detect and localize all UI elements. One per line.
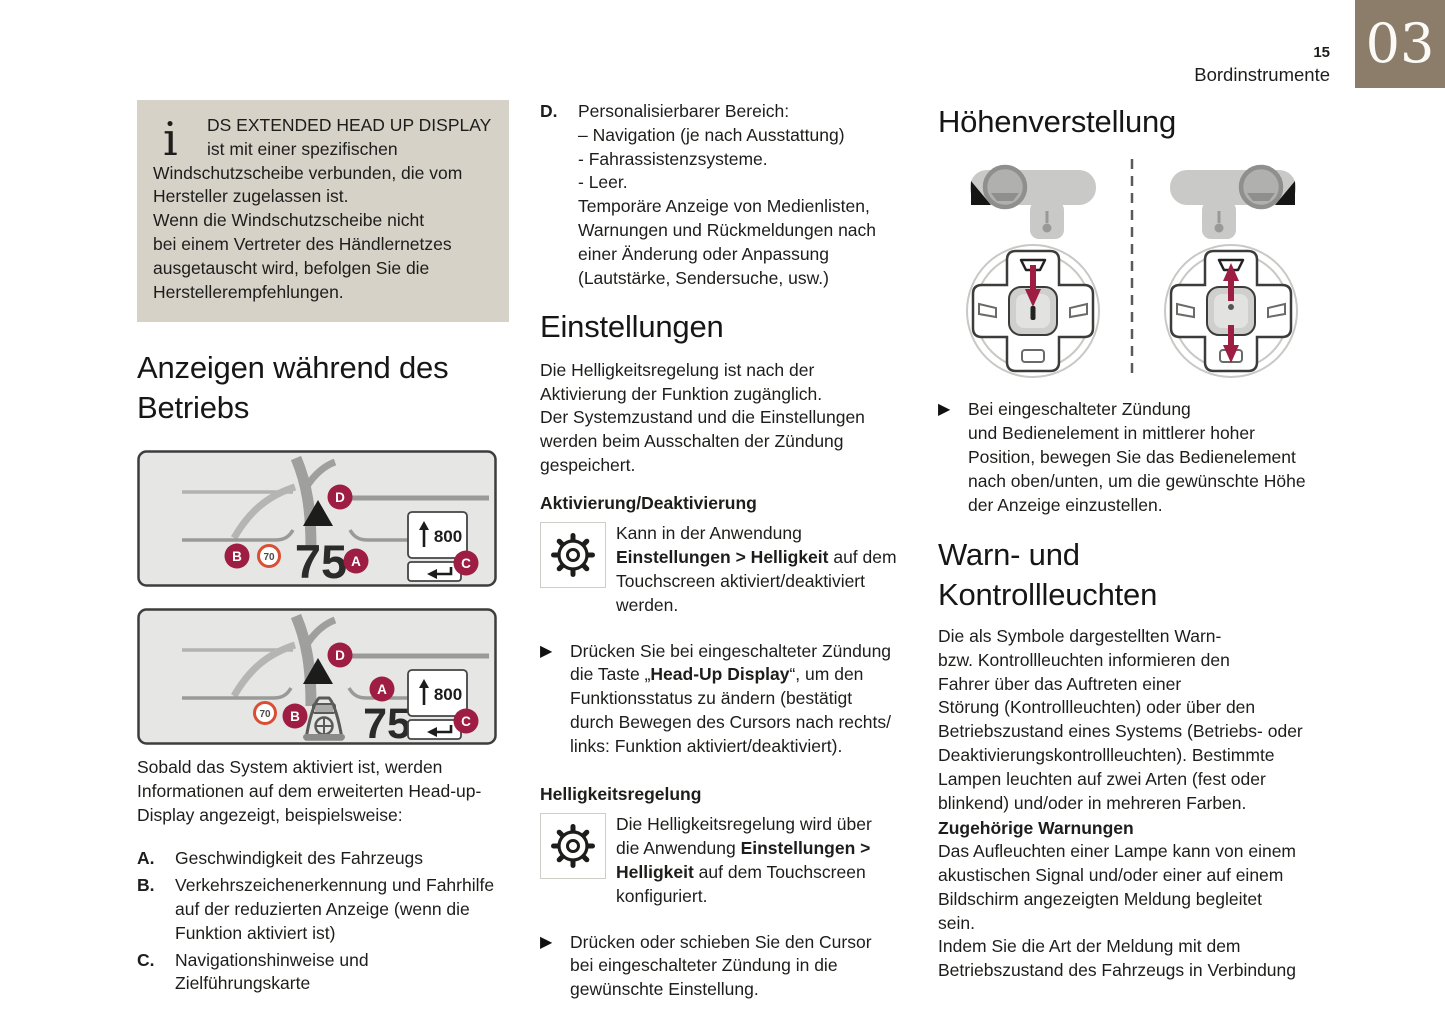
instruction-text: Drücken oder schieben Sie den Cursor bei… [570, 931, 872, 1000]
section-heading-hoehenverstellung: Höhenverstellung [938, 104, 1177, 139]
adjust-down-arrow [1025, 265, 1041, 308]
hud-speed-value: 75 [363, 700, 411, 745]
marker-b-badge: B [282, 703, 308, 729]
svg-text:D: D [335, 648, 345, 663]
list-item-label: D. [540, 101, 558, 121]
svg-text:D: D [335, 490, 345, 505]
svg-text:C: C [461, 714, 471, 729]
hud-display-illustration-1: 75 B 70 A D [137, 450, 497, 587]
list-item: B. Verkehrszeichenerkennung und Fahrhilf… [137, 874, 509, 945]
note-post: auf dem Touchscreen konfiguriert. [616, 861, 866, 906]
marker-a-badge: A [343, 548, 369, 574]
svg-text:C: C [461, 556, 471, 571]
instruction-post: “, um den Funktionsstatus zu ändern (bes… [570, 664, 891, 756]
marker-a-badge: A [369, 676, 395, 702]
settings-intro-text: Die Helligkeitsregelung ist nach der Akt… [540, 359, 865, 475]
bullet-arrow-icon: ▶ [540, 933, 553, 951]
speed-limit-sign: 70 [257, 544, 281, 569]
marker-d-badge: D [327, 642, 353, 668]
chapter-number: 03 [1365, 12, 1435, 75]
settings-app-note: Kann in der Anwendung Einstellungen > He… [540, 522, 914, 617]
hud-display-illustration-2: 70 B 75 A [137, 608, 497, 745]
hud-intro-text: Sobald das System aktiviert ist, werden … [137, 757, 482, 825]
warn-body-text: Das Aufleuchten einer Lampe kann von ein… [938, 841, 1297, 981]
brightness-app-note-text: Die Helligkeitsregelung wird über die An… [616, 813, 872, 908]
adjust-up-arrow [1223, 263, 1239, 302]
brightness-subhead: Helligkeitsregelung [540, 783, 702, 804]
dashboard-right-silhouette [1170, 165, 1296, 240]
list-item-text: Navigationshinweise und Zielführungskart… [175, 949, 369, 994]
instruction-bullet: ▶ Bei eingeschalteter Zündung und Bedien… [938, 398, 1334, 517]
header-section-title: Bordinstrumente [1194, 64, 1330, 85]
speed-limit-sign: 70 [253, 701, 277, 726]
hud-navigation-box: 800 [407, 669, 468, 717]
list-item-text: Personalisierbarer Bereich: – Navigation… [578, 101, 877, 288]
svg-text:A: A [377, 682, 387, 697]
bullet-arrow-icon: ▶ [540, 642, 553, 660]
activation-subhead: Aktivierung/Deaktivierung [540, 492, 757, 513]
list-item-label: A. [137, 848, 155, 869]
marker-c-badge: C [453, 708, 479, 734]
svg-text:A: A [351, 554, 361, 569]
settings-gear-icon [540, 813, 606, 880]
hud-distance-value: 800 [434, 685, 462, 704]
hud-roads [182, 455, 489, 549]
instruction-bullet: ▶ Drücken oder schieben Sie den Cursor b… [540, 931, 914, 1002]
info-box: i DS EXTENDED HEAD UP DISPLAY ist mit ei… [137, 100, 509, 323]
roadworks-assist-icon [303, 696, 345, 741]
note-bold: Einstellungen > Helligkeit [616, 838, 871, 882]
list-item-label: C. [137, 949, 155, 970]
settings-gear-icon [540, 522, 606, 589]
brightness-app-note: Die Helligkeitsregelung wird über die An… [540, 813, 914, 908]
hud-turn-box [407, 719, 462, 740]
settings-app-note-text: Kann in der Anwendung Einstellungen > He… [616, 522, 897, 617]
hud-speed-value: 75 [295, 535, 347, 587]
hud-navigation-box: 800 [407, 511, 468, 559]
adjust-down-arrow [1223, 325, 1239, 364]
instruction-bold: Head-Up Display [650, 664, 790, 685]
section-heading-einstellungen: Einstellungen [540, 309, 724, 345]
instruction-text: Bei eingeschalteter Zündung und Bedienel… [968, 399, 1306, 515]
instruction-bullet: ▶ Drücken Sie bei eingeschalteter Zündun… [540, 640, 914, 759]
svg-text:B: B [232, 549, 242, 564]
note-post: auf dem Touchscreen aktiviert/deaktivier… [616, 547, 897, 615]
instruction-text: Drücken Sie bei eingeschalteter Zündung … [570, 640, 891, 759]
chapter-number-badge: 03 [1355, 0, 1445, 88]
list-item-text: Geschwindigkeit des Fahrzeugs [175, 848, 424, 869]
bullet-arrow-icon: ▶ [938, 401, 951, 419]
hud-distance-value: 800 [434, 527, 462, 546]
note-bold: Einstellungen > Helligkeit [616, 547, 829, 568]
note-pre: Kann in der Anwendung [616, 523, 802, 544]
section-heading-warnleuchten: Warn- und Kontrollleuchten [938, 537, 1158, 612]
page-number: 15 [1313, 44, 1330, 61]
hud-legend-list: A. Geschwindigkeit des Fahrzeugs B. Verk… [137, 847, 509, 996]
warn-intro-text: Die als Symbole dargestellten Warn- bzw.… [938, 626, 1303, 813]
info-icon: i [163, 112, 178, 166]
hud-turn-box [407, 561, 462, 582]
list-item-label: B. [137, 875, 155, 896]
list-item-d: D. Personalisierbarer Bereich: – Navigat… [540, 100, 914, 290]
dashboard-left-silhouette [970, 165, 1096, 240]
hud-roads [182, 613, 489, 707]
warnings-subhead: Zugehörige Warnungen [938, 818, 1134, 839]
list-item: A. Geschwindigkeit des Fahrzeugs [137, 847, 509, 871]
instruction-pre: Drücken Sie bei eingeschalteter Zündung … [570, 640, 892, 685]
hud-heading-arrow-icon [303, 500, 333, 527]
svg-text:B: B [290, 709, 300, 724]
info-box-text: DS EXTENDED HEAD UP DISPLAY ist mit eine… [153, 115, 492, 302]
marker-b-badge: B [224, 543, 250, 569]
height-adjustment-illustration [938, 153, 1334, 390]
hud-heading-arrow-icon [303, 658, 333, 685]
svg-text:70: 70 [259, 709, 271, 720]
marker-d-badge: D [327, 484, 353, 510]
section-heading-anzeigen: Anzeigen während des Betriebs [137, 350, 449, 425]
list-item-text: Verkehrszeichenerkennung und Fahrhilfe a… [175, 875, 495, 943]
marker-c-badge: C [453, 550, 479, 576]
steering-control-pad-right [1164, 244, 1298, 379]
note-pre: Die Helligkeitsregelung wird über die An… [616, 814, 872, 859]
list-item: C. Navigationshinweise und Zielführungsk… [137, 949, 509, 997]
svg-text:70: 70 [263, 552, 275, 563]
steering-control-pad-left [966, 244, 1100, 379]
